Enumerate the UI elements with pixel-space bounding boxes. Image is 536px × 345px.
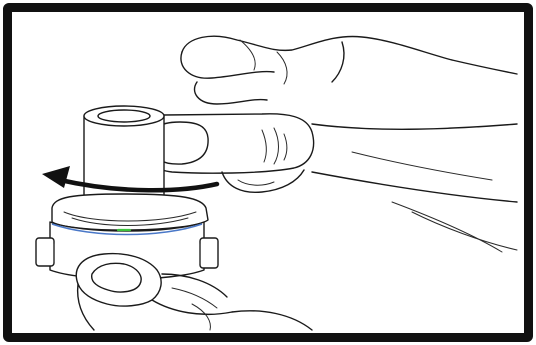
mouthpiece-top bbox=[84, 106, 164, 126]
right-side-tab bbox=[200, 238, 218, 268]
illustration-frame bbox=[3, 3, 533, 342]
curved-arrow-left-icon bbox=[42, 166, 70, 188]
left-side-tab bbox=[36, 238, 54, 266]
inhaler-twist-illustration bbox=[12, 12, 524, 333]
